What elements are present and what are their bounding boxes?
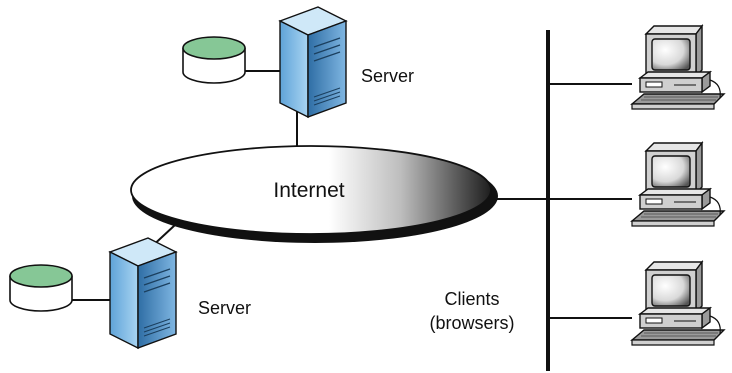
bottom-database-icon (9, 264, 73, 312)
internet-label: Internet (273, 179, 344, 202)
top-database-icon (182, 36, 246, 84)
bottom-server-icon (109, 237, 177, 349)
internet-cloud (130, 145, 498, 243)
top-server-icon (279, 6, 347, 118)
client-computer-2-icon (631, 142, 725, 227)
client-computer-1-icon (631, 25, 725, 110)
bottom-server-label: Server (198, 298, 251, 318)
top-server-label: Server (361, 66, 414, 86)
clients-label: Clients (444, 289, 499, 309)
client-computer-3-icon (631, 261, 725, 346)
clients-sublabel: (browsers) (429, 313, 514, 333)
